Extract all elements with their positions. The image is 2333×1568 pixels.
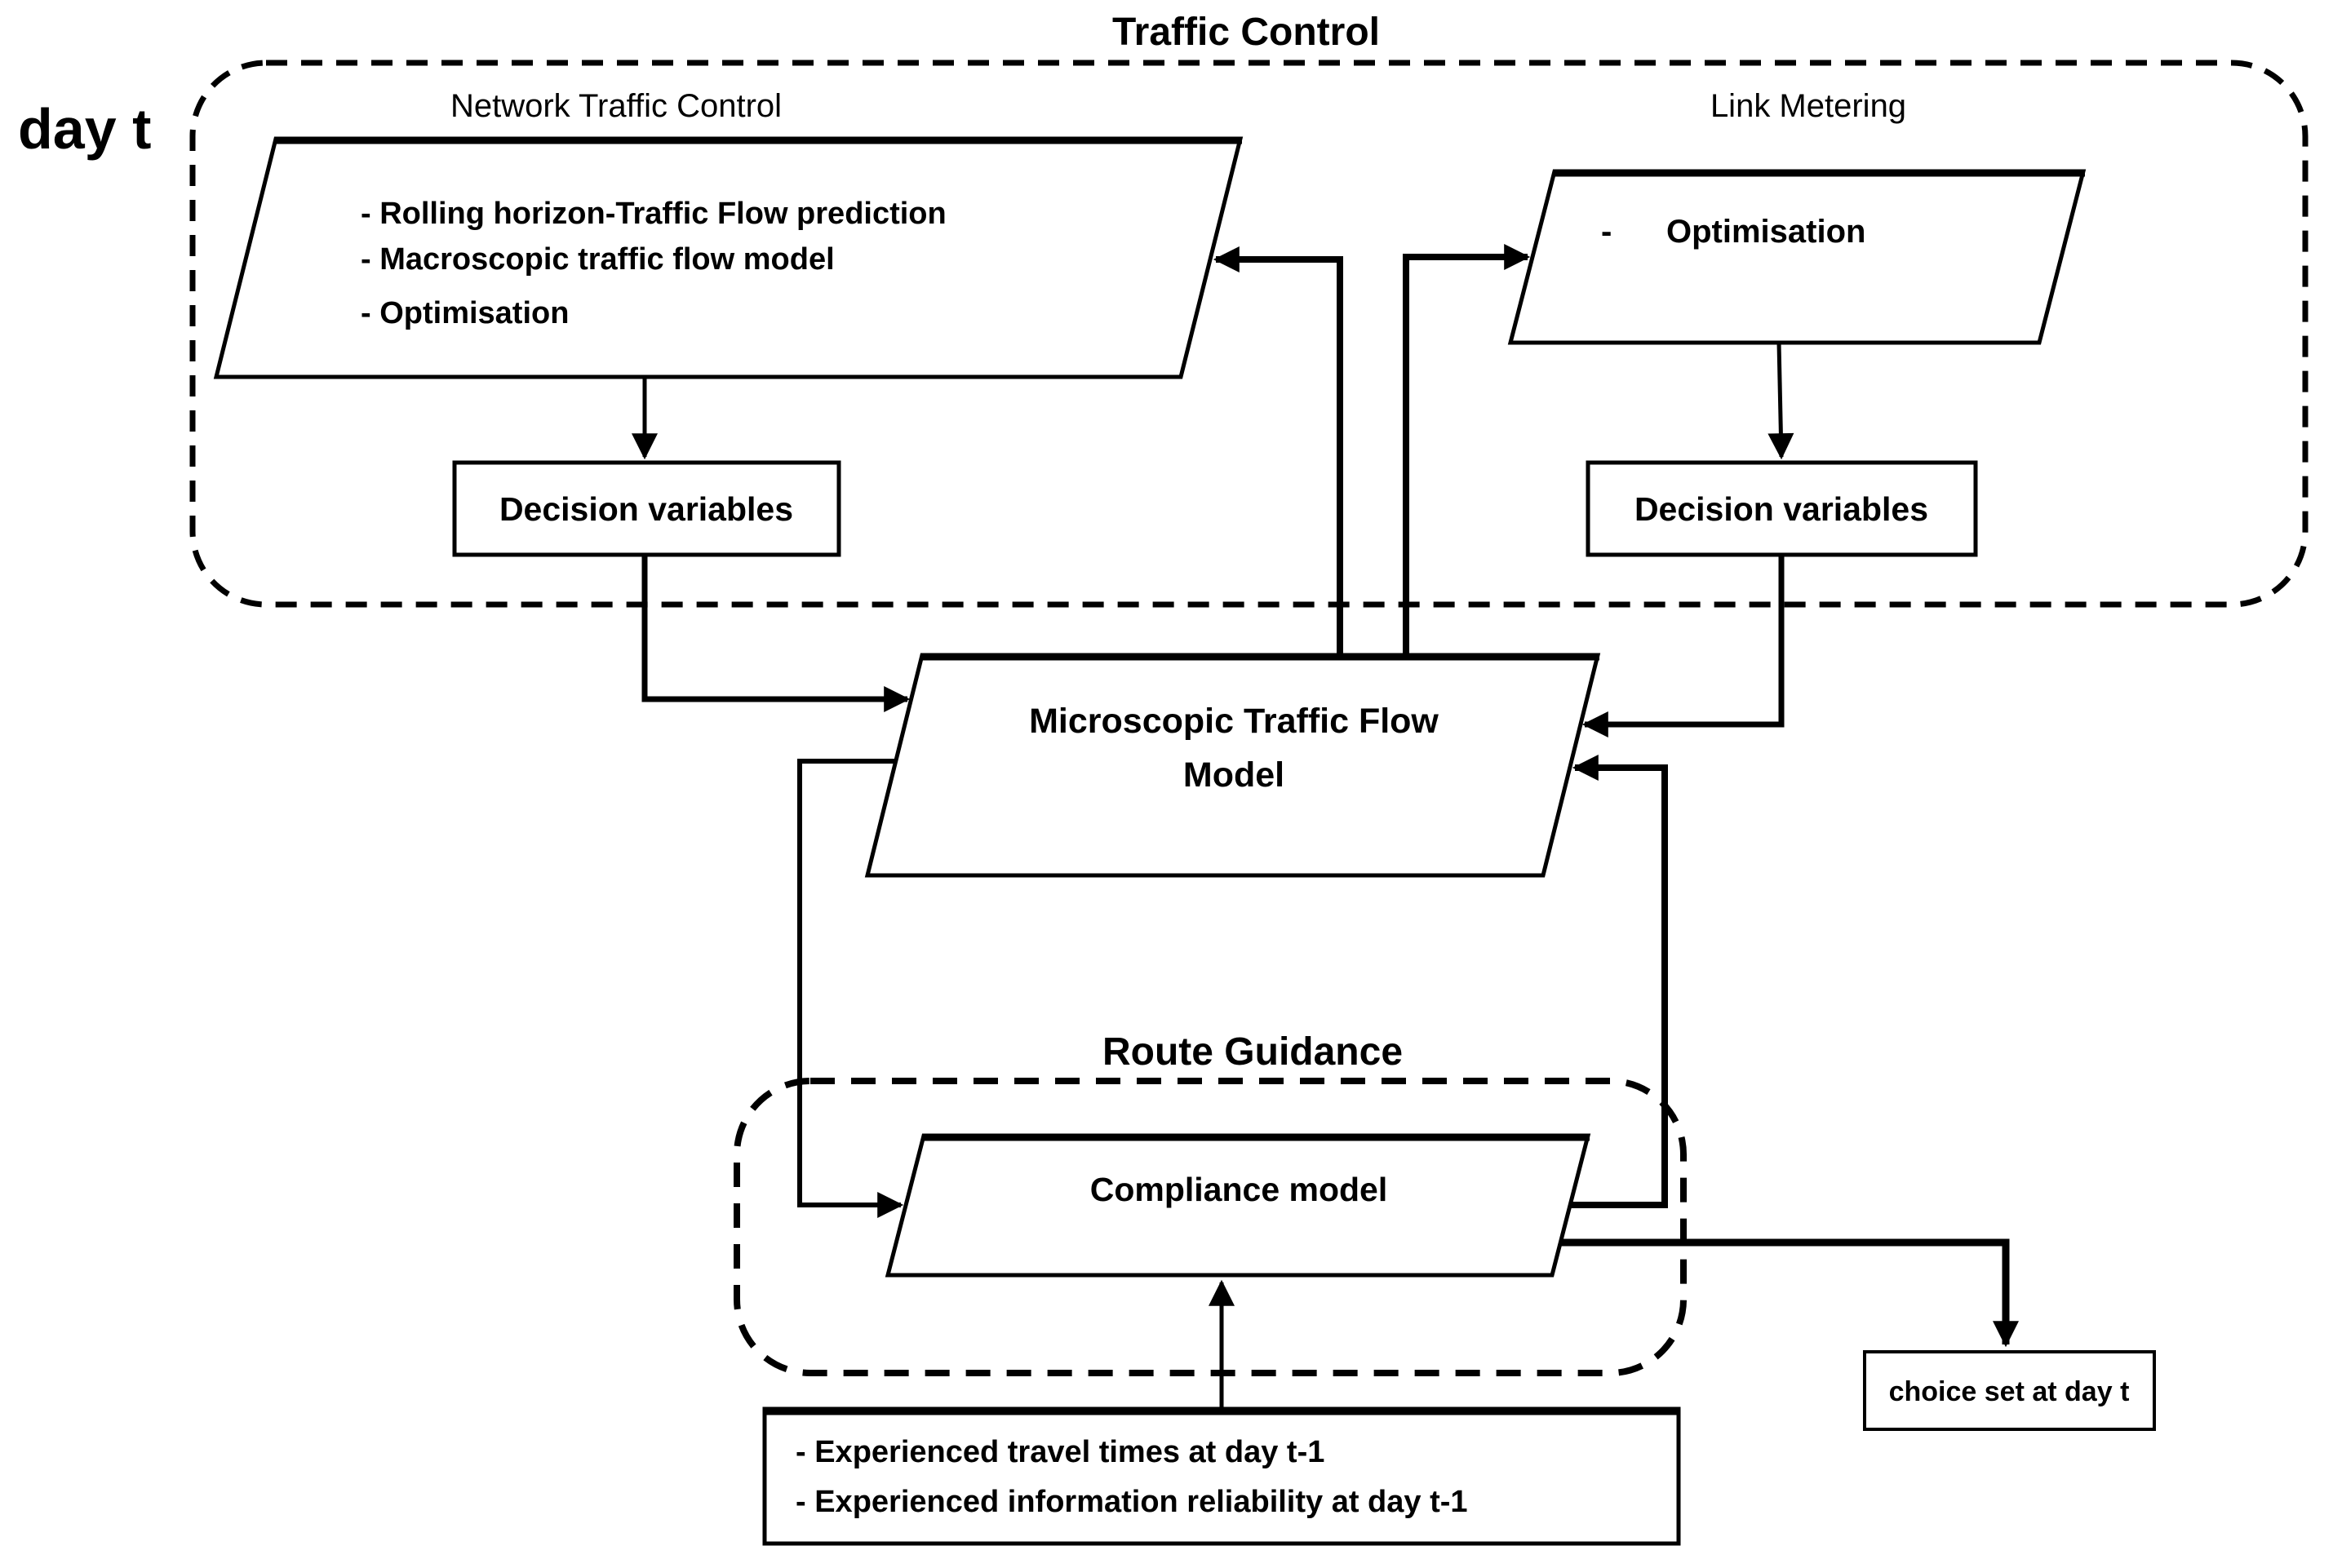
traffic-control-title: Traffic Control [1112, 11, 1380, 54]
compliance-label: Compliance model [1090, 1171, 1388, 1208]
route-guidance-title: Route Guidance [1102, 1030, 1403, 1074]
decision-variables-left-box: Decision variables [452, 460, 841, 557]
experience-bullet-1: - Experienced travel times at day t-1 [796, 1435, 1324, 1469]
network-traffic-control-label: Network Traffic Control [450, 88, 782, 124]
microscopic-label-line1: Microscopic Traffic Flow [1029, 702, 1439, 741]
arrow-microscopic-to-compliance [797, 759, 904, 1218]
arrow-decision-right-to-microscopic [1581, 555, 1785, 737]
decision-left-rect [452, 460, 841, 557]
experience-box-group: - Experienced travel times at day t-1 - … [762, 1406, 1681, 1546]
link-metering-dash: - [1601, 214, 1612, 250]
day-label: day t [18, 97, 151, 161]
arrow-compliance-to-choice-set [1561, 1238, 2019, 1348]
network-bullet-3: - Optimisation [361, 296, 569, 330]
arrow-linkmetering-to-decision-right [1767, 342, 1794, 460]
link-metering-parallelogram [1507, 169, 2087, 345]
decision-right-label: Decision variables [1634, 490, 1928, 528]
route-guidance-container [734, 1078, 1687, 1376]
microscopic-label-line2: Model [1183, 755, 1284, 795]
decision-variables-right-box: Decision variables [1586, 460, 1978, 557]
choice-set-label: choice set at day t [1889, 1376, 2130, 1407]
link-metering-bullet: Optimisation [1666, 214, 1865, 250]
choice-set-group: choice set at day t [1863, 1350, 2156, 1431]
decision-left-label: Decision variables [499, 490, 793, 528]
link-metering-group: Link Metering - Optimisation [1507, 88, 2087, 345]
experience-rect [762, 1406, 1681, 1546]
network-traffic-control-group: Network Traffic Control - Rolling horizo… [213, 88, 1244, 379]
link-metering-label: Link Metering [1710, 88, 1906, 124]
choice-set-rect [1863, 1350, 2156, 1431]
network-bullet-2: - Macroscopic traffic flow model [361, 242, 835, 277]
route-guidance-group: Route Guidance Compliance model [734, 1030, 1687, 1376]
network-bullet-1: - Rolling horizon-Traffic Flow predictio… [361, 197, 947, 231]
traffic-control-group: Traffic Control [189, 11, 2309, 608]
microscopic-model-group: Microscopic Traffic Flow Model [864, 653, 1601, 878]
arrow-microscopic-to-network-control [1213, 246, 1343, 655]
arrow-decision-left-to-microscopic [641, 555, 911, 712]
arrow-compliance-to-microscopic [1570, 755, 1668, 1208]
experience-bullet-2: - Experienced information reliability at… [796, 1485, 1468, 1519]
traffic-control-container [189, 60, 2309, 608]
arrow-microscopic-to-link-metering [1403, 244, 1531, 655]
